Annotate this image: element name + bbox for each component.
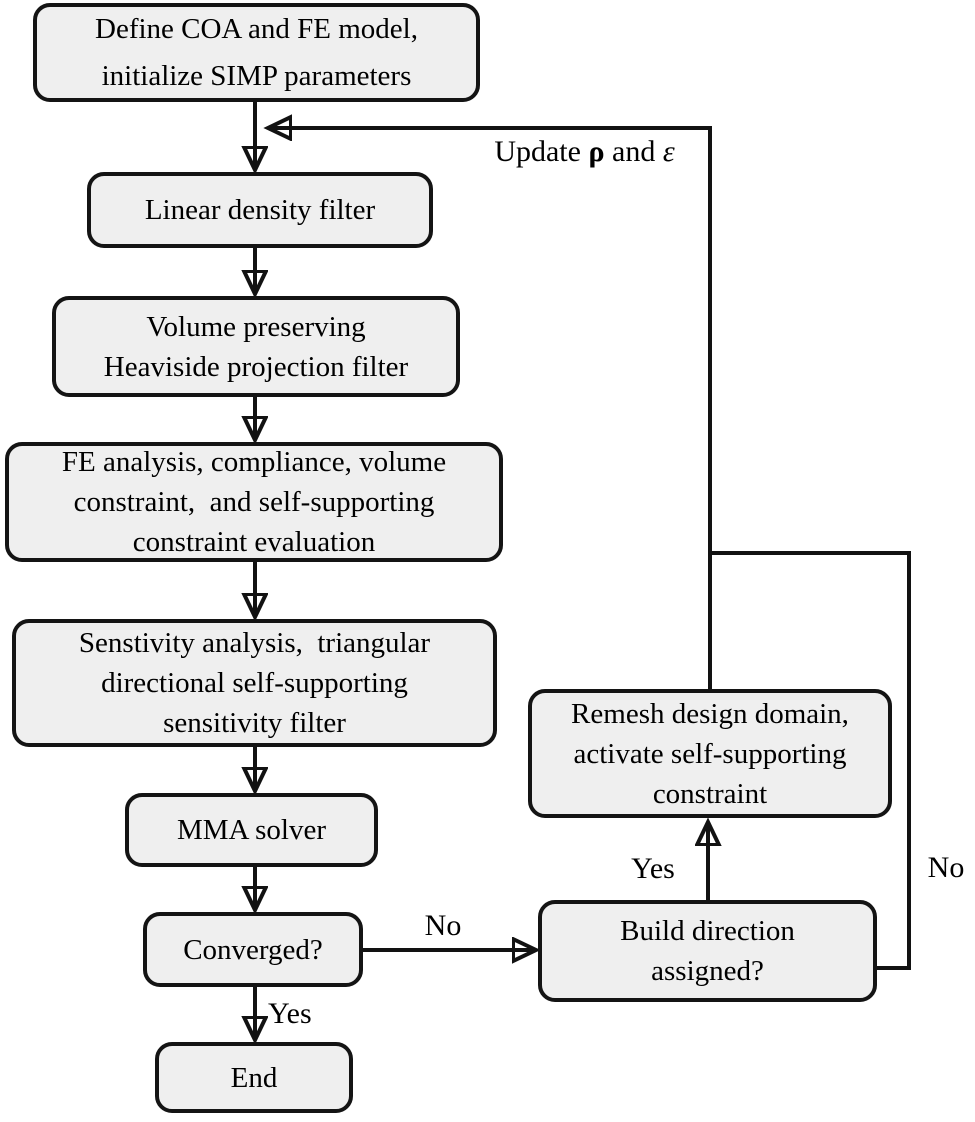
node-define-model: Define COA and FE model, initialize SIMP… (33, 3, 480, 102)
node-text: Heaviside projection filter (103, 350, 409, 383)
node-text: initialize SIMP parameters (101, 59, 412, 92)
node-converged-decision: Converged? (143, 912, 363, 987)
edge-label-build-yes: Yes (631, 852, 675, 885)
node-linear-density-filter: Linear density filter (87, 172, 433, 248)
node-sensitivity-analysis: Senstivity analysis, triangular directio… (12, 619, 497, 747)
node-text: Define COA and FE model, (95, 12, 418, 45)
node-text: Linear density filter (144, 194, 376, 226)
node-text: constraint evaluation (132, 526, 376, 558)
node-mma-solver: MMA solver (125, 793, 378, 867)
rho-symbol: ρ (588, 135, 605, 168)
node-text: directional self-supporting (101, 667, 408, 699)
node-build-direction-decision: Build direction assigned? (538, 900, 877, 1002)
node-fe-analysis: FE analysis, compliance, volume constrai… (5, 442, 503, 562)
edge-label-text: and (604, 135, 663, 168)
node-text: Build direction (620, 915, 795, 947)
edge-label-converged-yes: Yes (268, 997, 312, 1030)
node-text: constraint (652, 777, 768, 810)
edge-label-converged-no: No (424, 909, 462, 942)
node-remesh-design-domain: Remesh design domain, activate self-supp… (528, 689, 892, 818)
node-heaviside-projection-filter: Volume preserving Heaviside projection f… (52, 296, 460, 397)
node-text: activate self-supporting (573, 737, 847, 770)
node-text: MMA solver (176, 814, 327, 846)
node-text: constraint, and self-supporting (73, 486, 435, 518)
node-text: Senstivity analysis, triangular (78, 627, 431, 659)
node-text: FE analysis, compliance, volume (61, 446, 447, 478)
node-text: Converged? (183, 933, 323, 966)
node-end: End (155, 1042, 353, 1113)
line-build-no-branch (710, 551, 911, 970)
node-text: assigned? (651, 955, 764, 987)
edge-label-build-no: No (927, 851, 965, 884)
edge-label-update-rho-epsilon: Update ρ and ε (452, 135, 717, 169)
node-text: End (230, 1061, 278, 1094)
node-text: sensitivity filter (163, 707, 346, 739)
arrow-loop-update-return (268, 128, 712, 689)
epsilon-symbol: ε (662, 135, 675, 168)
edge-label-text: Update (494, 135, 589, 168)
node-text: Volume preserving (146, 310, 366, 343)
node-text: Remesh design domain, (571, 697, 849, 730)
